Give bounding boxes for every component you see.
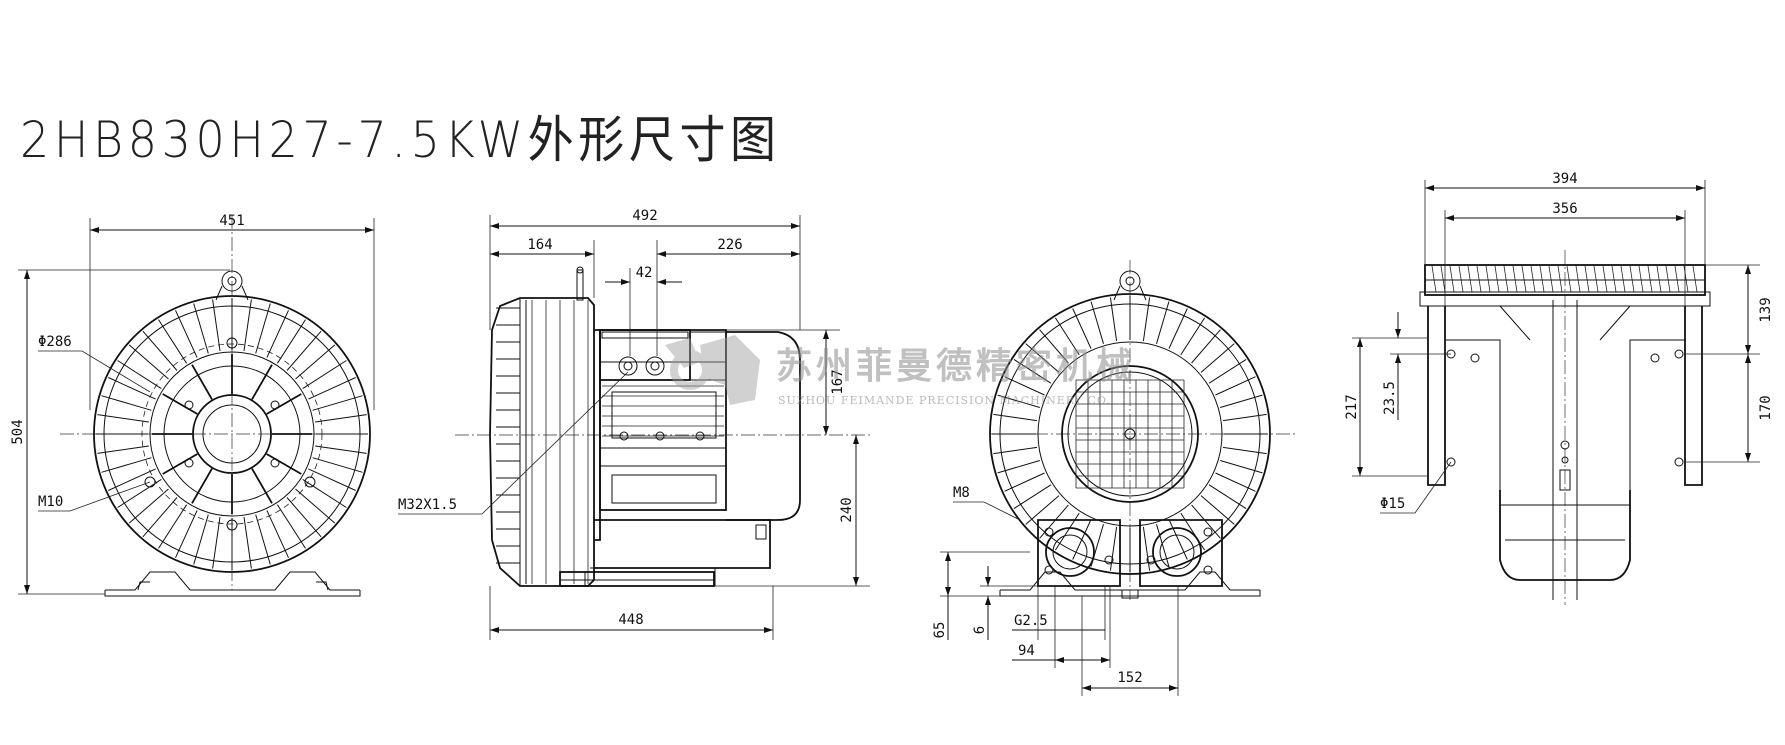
dim-back-small: 6 — [972, 626, 988, 634]
dim-back-inner-spacing: 94 — [1018, 643, 1035, 659]
label-hole-diameter: Φ15 — [1380, 496, 1405, 512]
label-diameter-286: Φ286 — [38, 334, 72, 350]
dim-side-box: 42 — [636, 265, 653, 281]
dim-side-left: 164 — [527, 237, 552, 253]
label-gland-m32: M32X1.5 — [398, 497, 457, 513]
dim-top-depth-lower: 170 — [1758, 395, 1774, 420]
dim-top-hole-spacing: 217 — [1344, 394, 1360, 419]
drawing-title: 2HB830H27-7.5KW外形尺寸图 — [20, 111, 781, 169]
dim-top-depth-upper: 139 — [1758, 297, 1774, 322]
dim-top-offset: 23.5 — [1382, 381, 1398, 415]
dim-top-inner-width: 356 — [1552, 201, 1577, 217]
front-view: 451 504 Φ286 M10 — [10, 213, 375, 597]
dim-top-width: 394 — [1552, 171, 1577, 187]
back-view: 65 6 G2.5 94 152 M8 — [932, 260, 1295, 696]
dim-side-right: 226 — [717, 237, 742, 253]
company-logo-icon — [665, 335, 760, 405]
dim-side-length: 492 — [632, 208, 657, 224]
watermark: 苏州菲曼德精密机械 SUZHOU FEIMANDE PRECISION MACH… — [665, 335, 1136, 407]
dim-side-base: 448 — [618, 612, 643, 628]
dim-front-width: 451 — [219, 213, 244, 229]
label-bolt-m10: M10 — [38, 494, 63, 510]
watermark-company-en: SUZHOU FEIMANDE PRECISION MACHINERY CO. — [778, 394, 1111, 407]
top-view: 394 356 139 170 217 23.5 — [1344, 171, 1774, 605]
side-view: 492 164 226 42 167 240 4 — [398, 208, 870, 640]
dim-back-port-height: 65 — [932, 622, 948, 639]
dim-front-height: 504 — [10, 419, 26, 444]
label-thread-g25: G2.5 — [1014, 613, 1048, 629]
watermark-company-cn: 苏州菲曼德精密机械 — [776, 345, 1136, 387]
dim-side-center-height: 240 — [839, 497, 855, 522]
dim-back-port-spacing: 152 — [1117, 670, 1142, 686]
label-bolt-m8: M8 — [953, 485, 970, 501]
dim-side-box-height: 167 — [830, 369, 846, 394]
